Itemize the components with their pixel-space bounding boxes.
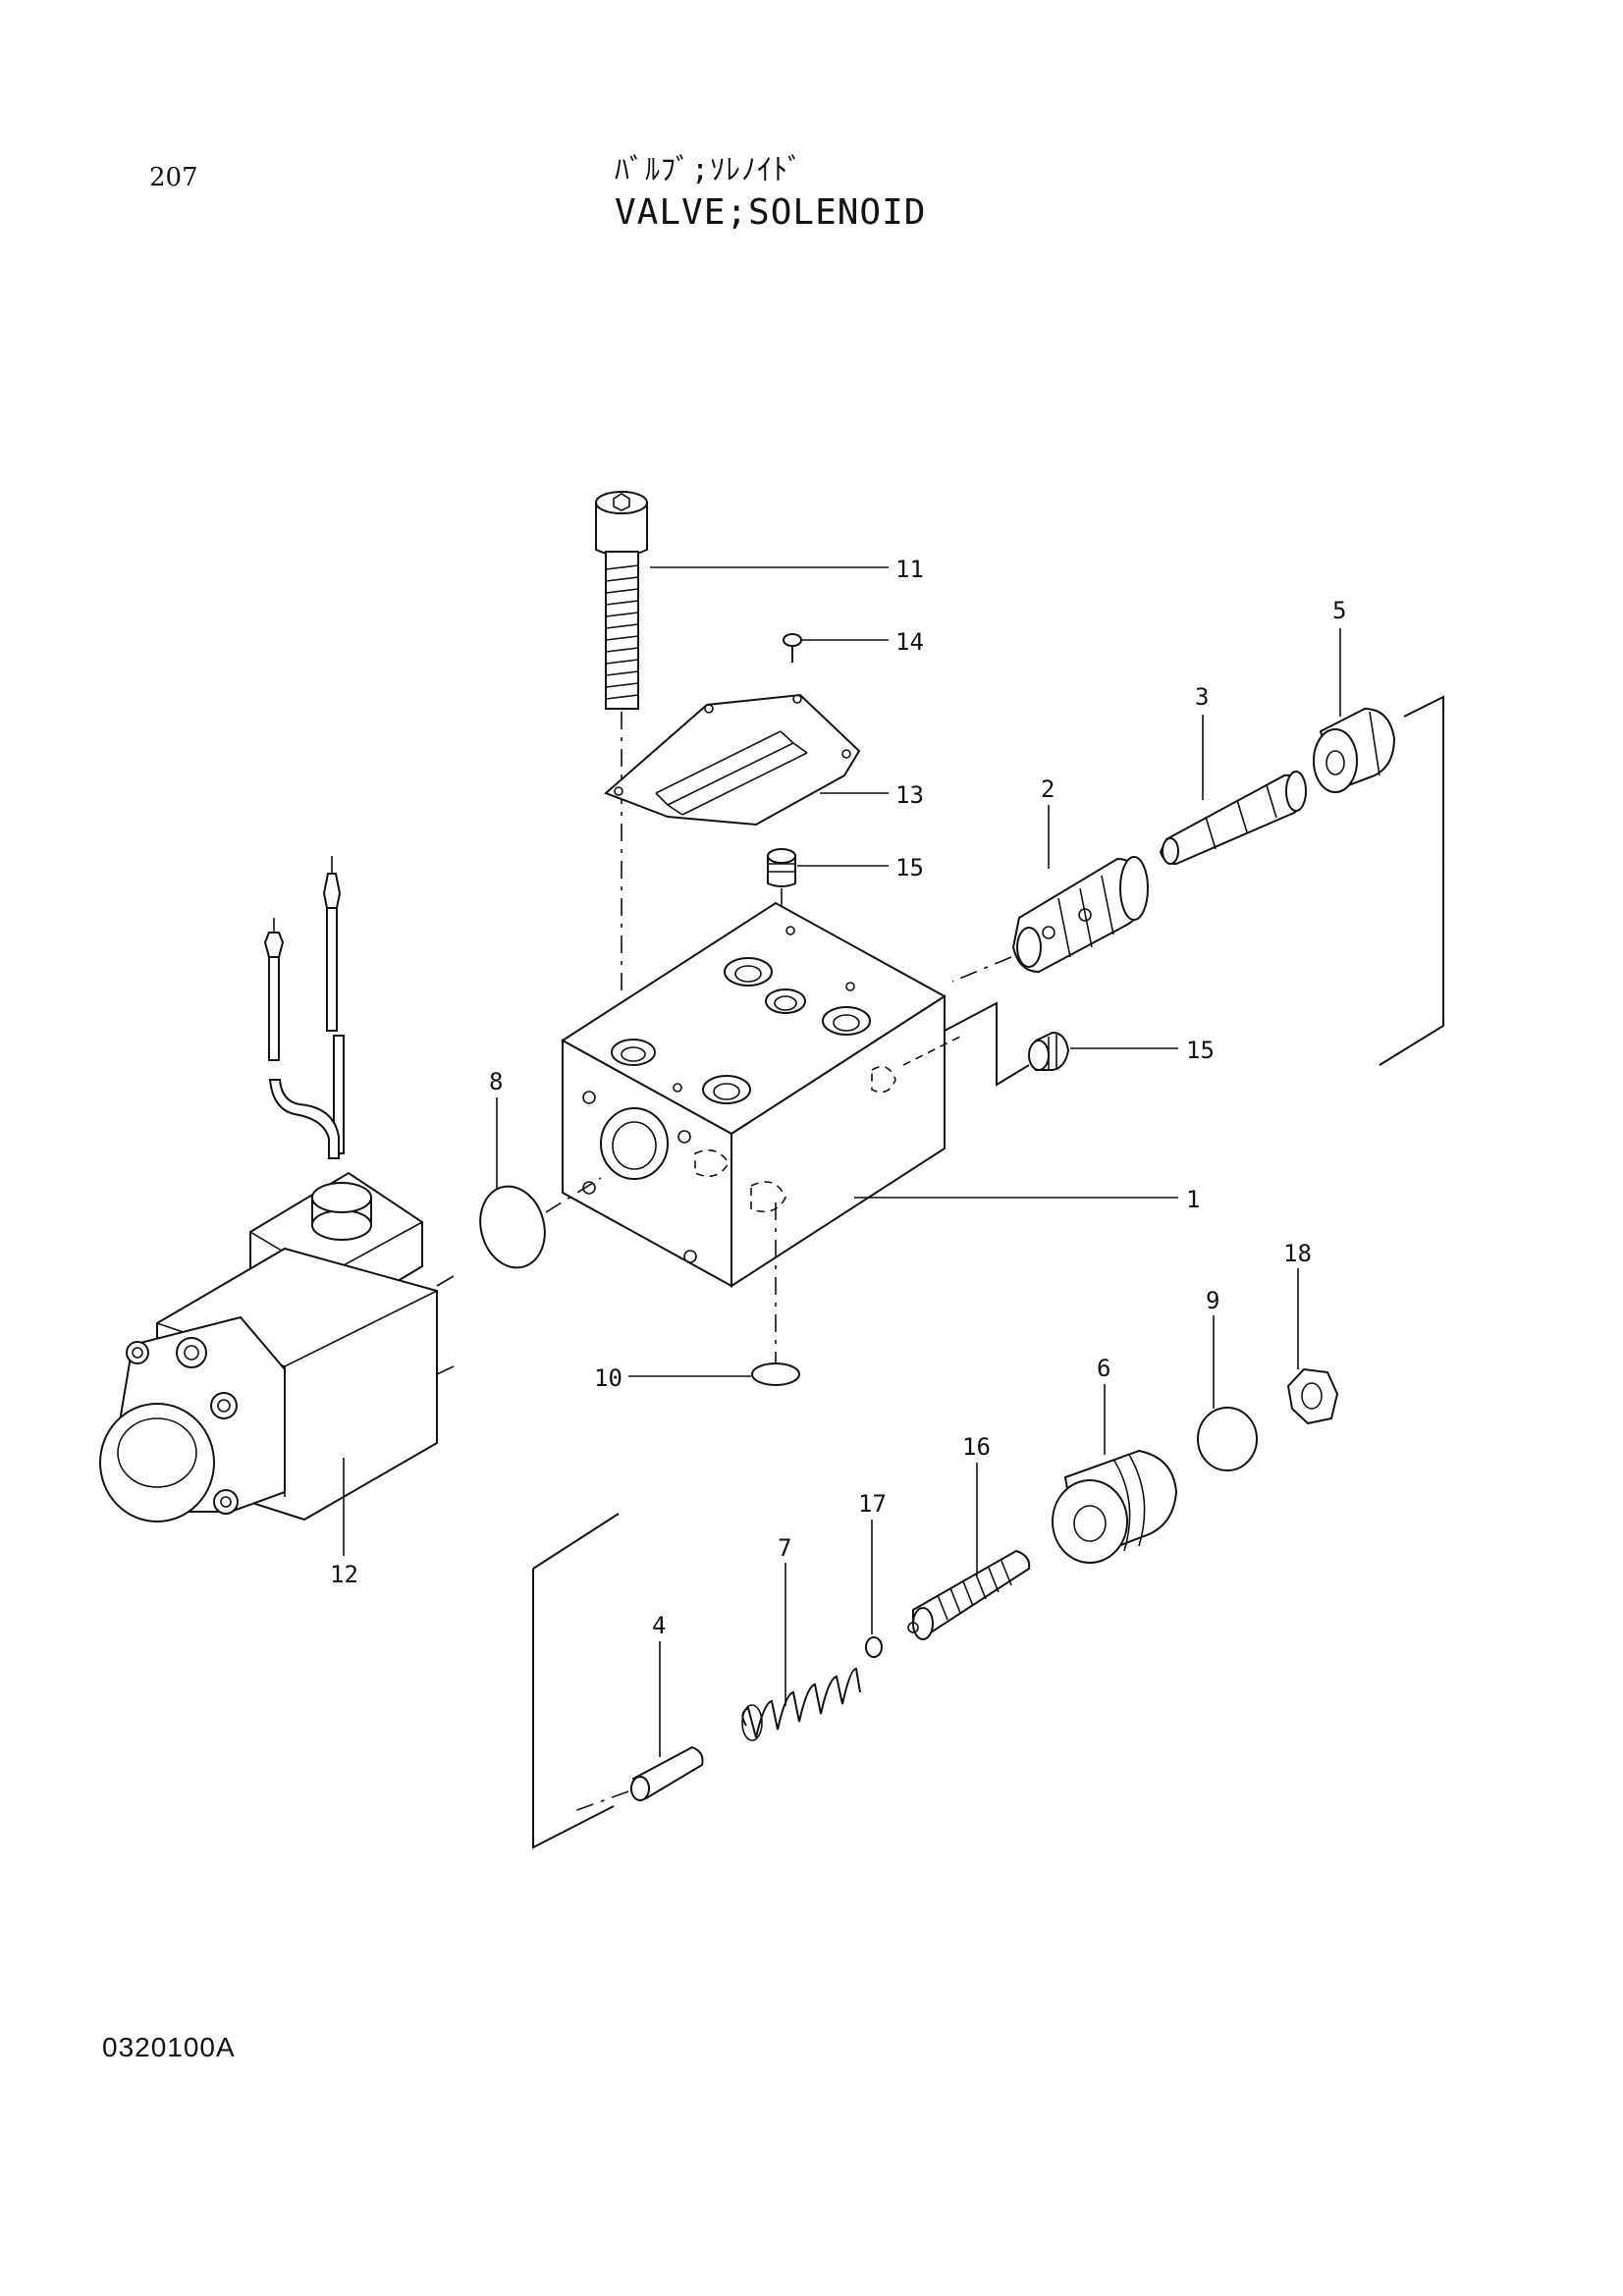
- leader-lines: [343, 566, 1341, 1757]
- callout-labels: 11 14 13 15 15 1 2 3 5 8 10 12 18 9 6 16…: [330, 556, 1346, 1639]
- part-1-valve-body: [561, 901, 963, 1288]
- callout-13: 13: [895, 781, 924, 809]
- callout-16: 16: [962, 1433, 991, 1461]
- part-14-pin: [783, 633, 802, 663]
- part-15-plug-side: [944, 1001, 1070, 1087]
- callout-9: 9: [1206, 1287, 1219, 1314]
- page-number: 207: [149, 163, 198, 192]
- part-5-cap: [1313, 707, 1396, 793]
- callout-17: 17: [858, 1490, 887, 1518]
- bracket-upper-right: [1379, 695, 1444, 1066]
- callout-6: 6: [1097, 1355, 1110, 1382]
- callout-8: 8: [489, 1068, 503, 1095]
- title-japanese: ﾊﾞﾙﾌﾞ;ｿﾚﾉｲﾄﾞ: [615, 153, 804, 187]
- part-6-plug: [1052, 1449, 1178, 1564]
- part-7-spring: [741, 1667, 861, 1741]
- part-2-sleeve: [951, 856, 1149, 983]
- callout-15-top: 15: [895, 854, 924, 881]
- part-11-bolt: [595, 491, 648, 991]
- callout-5: 5: [1332, 597, 1346, 624]
- callout-15-side: 15: [1186, 1037, 1215, 1064]
- callout-4: 4: [652, 1612, 666, 1639]
- part-13-cover-plate: [604, 693, 861, 827]
- figure-code: 0320100A: [102, 2032, 236, 2062]
- callout-18: 18: [1283, 1240, 1312, 1267]
- part-18-nut: [1286, 1367, 1339, 1425]
- callout-11: 11: [895, 556, 924, 583]
- part-12-solenoid: [99, 856, 455, 1522]
- part-9-o-ring: [1197, 1407, 1258, 1471]
- callout-3: 3: [1195, 683, 1209, 711]
- part-8-o-ring: [479, 1177, 602, 1269]
- part-16-screw: [907, 1549, 1031, 1640]
- part-3-spool: [1159, 771, 1307, 866]
- part-4-pin: [573, 1745, 704, 1812]
- callout-10: 10: [594, 1364, 622, 1392]
- part-17-o-ring: [865, 1636, 883, 1658]
- callout-12: 12: [330, 1561, 358, 1588]
- callout-1: 1: [1186, 1186, 1200, 1213]
- bracket-lower-left: [532, 1513, 620, 1849]
- part-15-plug-top: [767, 848, 796, 1001]
- callout-2: 2: [1041, 775, 1055, 803]
- callout-14: 14: [895, 628, 924, 656]
- callout-7: 7: [778, 1534, 791, 1562]
- title-english: VALVE;SOLENOID: [615, 192, 927, 233]
- part-10-o-ring: [751, 1202, 800, 1386]
